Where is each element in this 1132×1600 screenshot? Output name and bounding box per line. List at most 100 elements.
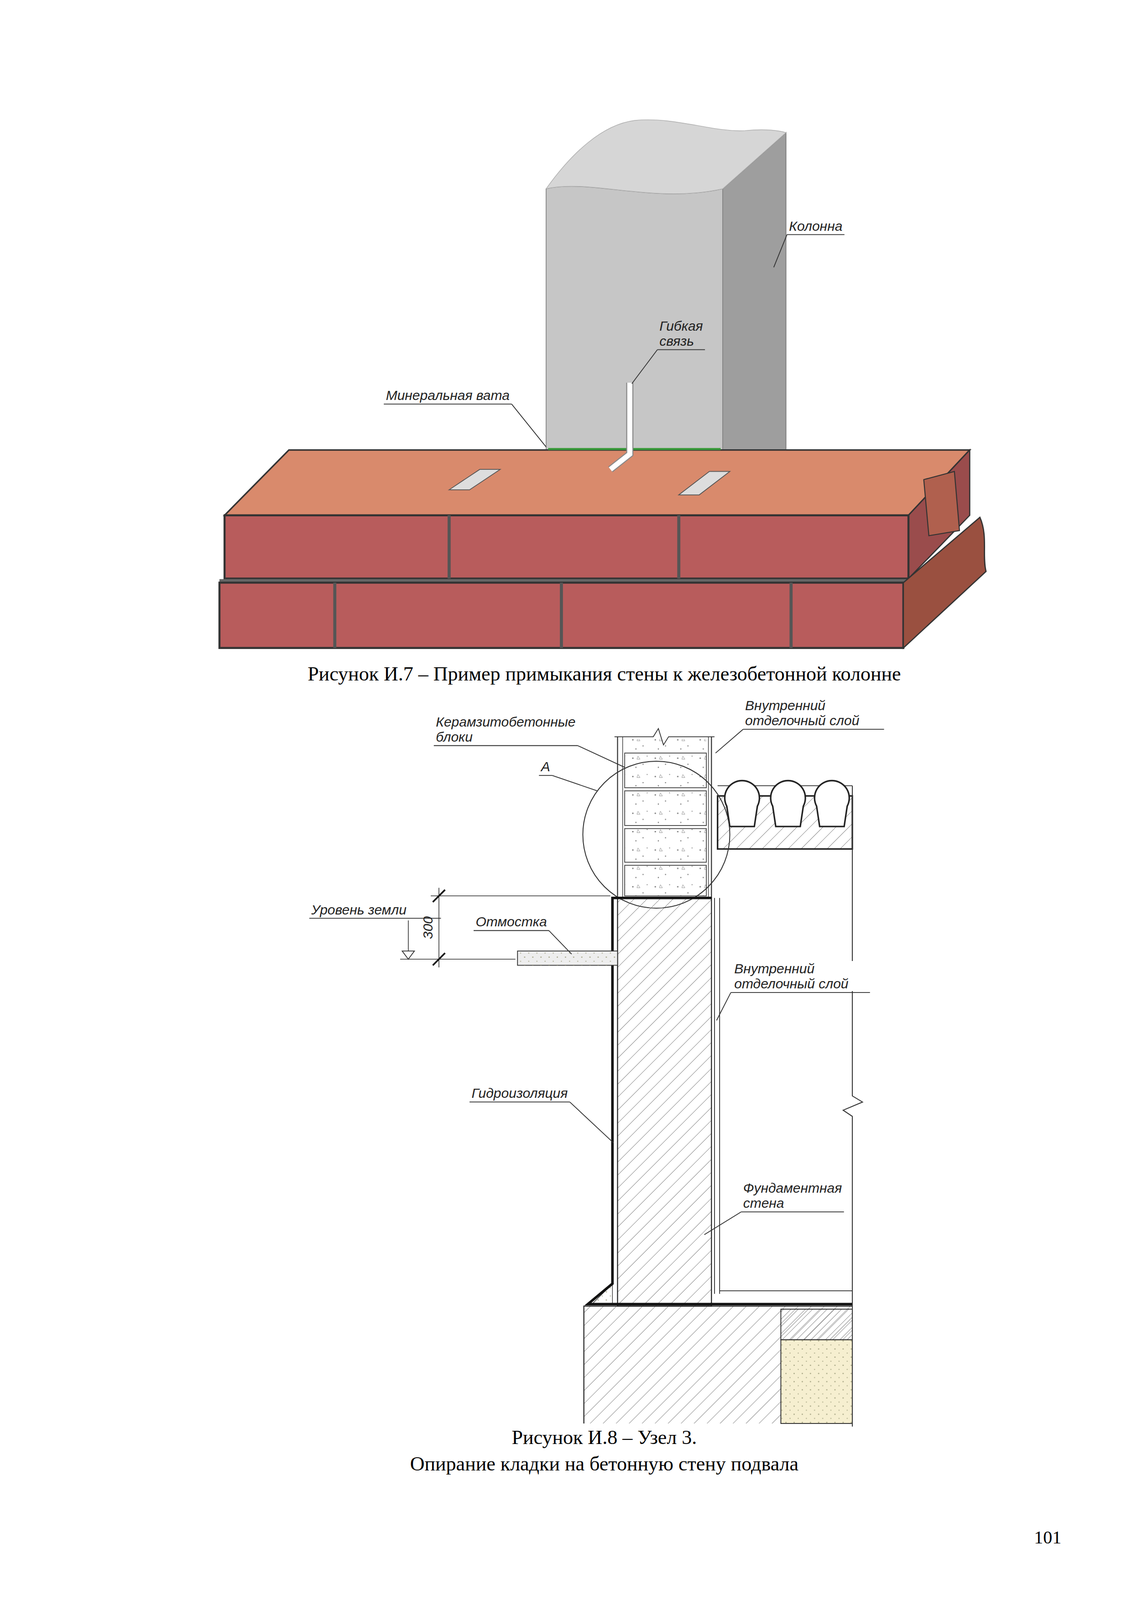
block-masonry <box>624 791 707 826</box>
hollow-core-slab <box>717 780 853 850</box>
waterproofing <box>588 898 853 1305</box>
brick-wall <box>677 515 681 580</box>
flexible-tie <box>610 382 631 470</box>
label-underline <box>469 1101 570 1103</box>
foundation-wall <box>719 1290 853 1292</box>
footing <box>584 1306 853 1425</box>
part-label: Внутренний отделочный слой <box>732 961 868 992</box>
blind-area <box>517 951 618 966</box>
label-underline <box>657 349 705 351</box>
block-masonry <box>622 736 623 898</box>
dimension <box>400 887 611 968</box>
label-underline <box>740 1211 845 1213</box>
label-underline <box>433 745 578 747</box>
label-underline <box>787 234 845 236</box>
dimension <box>438 887 440 968</box>
part-label: Керамзитобетонные блоки <box>435 714 576 745</box>
brick-wall <box>333 582 337 648</box>
dimension <box>430 896 611 898</box>
leader-line <box>548 930 572 955</box>
leader-line <box>552 775 598 792</box>
part-label: Колонна <box>788 218 843 234</box>
dimension <box>432 890 446 903</box>
hollow-core-slab <box>724 780 760 827</box>
foundation-wall <box>617 898 712 1307</box>
hollow-core-slab <box>770 780 806 827</box>
brick-wall <box>224 515 909 580</box>
foundation-wall <box>617 897 712 900</box>
leader-line <box>716 992 731 1021</box>
part-label: Минеральная вата <box>386 387 510 403</box>
block-masonry <box>624 753 707 788</box>
brick-wall <box>789 582 793 648</box>
detail-circle <box>582 761 730 909</box>
figure-caption: Рисунок И.7 – Пример примыкания стены к … <box>307 663 901 686</box>
block-masonry <box>708 736 709 898</box>
leader-line <box>577 745 625 768</box>
leader-line <box>569 1102 614 1144</box>
leader-line <box>773 234 788 268</box>
block-masonry <box>617 739 712 899</box>
block-masonry <box>624 865 707 897</box>
footing <box>584 1306 853 1425</box>
foundation-wall <box>719 898 720 1295</box>
footing <box>780 1340 853 1425</box>
dimension <box>432 953 446 966</box>
block-masonry <box>614 728 715 746</box>
detail-mark: А <box>541 759 551 775</box>
leader-line <box>715 729 743 754</box>
foundation-wall <box>617 898 853 1307</box>
column <box>546 119 787 194</box>
detail-circle <box>582 761 730 909</box>
section-border <box>843 786 863 1428</box>
ground-level-mark <box>407 920 409 952</box>
waterproofing <box>588 898 853 1305</box>
part-label: Фундаментная стена <box>743 1180 843 1211</box>
dimension <box>400 959 516 960</box>
block-masonry <box>616 736 618 898</box>
label-underline <box>473 930 549 932</box>
brick-wall <box>678 471 731 496</box>
flexible-tie <box>610 382 631 470</box>
page-number: 101 <box>1033 1528 1062 1549</box>
brick-wall <box>219 582 904 648</box>
column <box>546 186 723 451</box>
column <box>546 119 787 452</box>
dimension-value: 300 <box>420 916 436 940</box>
part-label: Гидроизоляция <box>471 1085 569 1101</box>
block-masonry <box>710 736 712 898</box>
leader-line <box>704 1212 742 1236</box>
part-label: Гибкая связь <box>659 318 703 349</box>
figure-caption: Опирание кладки на бетонную стену подвал… <box>410 1453 799 1476</box>
block-masonry <box>624 739 707 751</box>
flexible-tie <box>610 382 631 470</box>
footing <box>780 1340 853 1425</box>
mineral-wool <box>547 448 721 450</box>
leader-line <box>511 404 547 448</box>
ground-level-mark <box>401 951 415 960</box>
hollow-core-slab <box>814 780 850 827</box>
brick-wall <box>903 517 986 648</box>
blind-area <box>517 951 618 966</box>
section-border <box>843 786 863 1428</box>
brick-wall <box>448 469 501 491</box>
block-masonry <box>624 829 707 863</box>
ground-level-mark <box>401 920 415 960</box>
block-masonry <box>614 728 715 898</box>
part-label: Уровень земли <box>311 902 407 918</box>
mineral-wool <box>547 448 721 450</box>
brick-wall <box>559 582 564 648</box>
part-label: Отмостка <box>475 914 548 930</box>
label-underline <box>730 992 871 994</box>
brick-wall <box>224 450 970 516</box>
label-underline <box>538 775 553 777</box>
leader-line <box>631 349 658 385</box>
brick-wall <box>923 471 960 537</box>
footing <box>780 1309 853 1341</box>
label-underline <box>743 729 885 731</box>
part-label: Внутренний отделочный слой <box>745 698 882 729</box>
blind-area <box>517 951 618 966</box>
brick-wall <box>447 515 451 580</box>
